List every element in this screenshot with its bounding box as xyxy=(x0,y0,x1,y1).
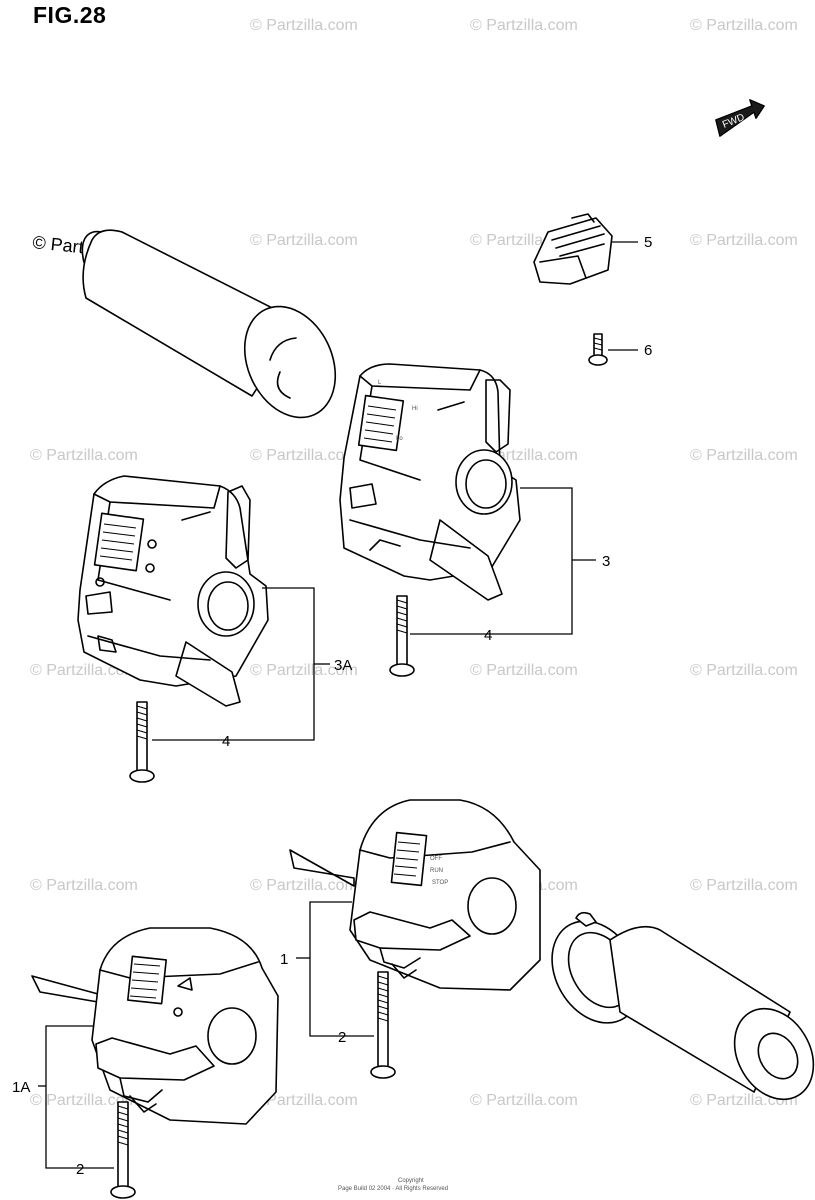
leader-lines-1 xyxy=(296,901,374,1037)
watermark: © Partzilla.com xyxy=(690,447,798,464)
callout-6: 6 xyxy=(644,342,652,359)
part-5-clip xyxy=(533,213,638,285)
svg-text:STOP: STOP xyxy=(432,880,448,886)
callout-3a: 3A xyxy=(334,657,352,674)
callout-1a: 1A xyxy=(12,1079,30,1096)
part-2-screw-b xyxy=(110,1101,136,1199)
left-handlebar-grip xyxy=(81,229,337,419)
footer-line-2: Page Build 02 2004 · All Rights Reserved xyxy=(338,1186,448,1192)
callout-labels: 5 6 3 4 3A 4 1 2 1A 2 xyxy=(12,234,652,1178)
footer: Copyright Page Build 02 2004 · All Right… xyxy=(338,1178,448,1192)
leader-lines-3 xyxy=(410,487,596,635)
fwd-arrow-icon: FWD xyxy=(715,99,765,137)
right-throttle-grip xyxy=(551,911,815,1101)
leader-lines-1a xyxy=(38,1025,114,1169)
callout-2: 2 xyxy=(338,1029,346,1046)
fwd-label: FWD xyxy=(721,112,746,131)
switch-assembly-3a xyxy=(77,475,269,707)
footer-line-1: Copyright xyxy=(398,1178,424,1184)
svg-text:RUN: RUN xyxy=(430,868,443,874)
watermark: © Partzilla.com xyxy=(470,17,578,34)
watermark: © Partzilla.com xyxy=(250,662,358,679)
watermark: © Partzilla.com xyxy=(30,1092,138,1109)
switch-assembly-1: OFF RUN STOP xyxy=(289,799,541,991)
callout-3: 3 xyxy=(602,553,610,570)
part-2-screw-a xyxy=(370,971,396,1079)
watermark: © Partzilla.com xyxy=(250,232,358,249)
callout-1: 1 xyxy=(280,951,288,968)
switch-assembly-3: L Lo Hi xyxy=(339,363,521,601)
watermark: © Partzilla.com xyxy=(470,662,578,679)
watermark: © Partzilla.com xyxy=(250,447,358,464)
svg-text:Lo: Lo xyxy=(396,436,403,442)
switch-assembly-1a xyxy=(31,927,279,1125)
watermark: © Partzilla.com xyxy=(690,662,798,679)
callout-4: 4 xyxy=(484,627,492,644)
svg-text:Hi: Hi xyxy=(412,406,418,412)
callout-4: 4 xyxy=(222,733,230,750)
figure-title: FIG.28 xyxy=(33,2,107,28)
watermark: © Partzilla.com xyxy=(250,1092,358,1109)
svg-text:OFF: OFF xyxy=(430,856,442,862)
watermark: © Partzilla.com xyxy=(250,877,358,894)
watermark: © Partzilla.com xyxy=(470,1092,578,1109)
leader-lines-3a xyxy=(152,587,330,741)
watermark: © Partzilla.com xyxy=(30,877,138,894)
watermark: © Partzilla.com xyxy=(690,877,798,894)
callout-5: 5 xyxy=(644,234,652,251)
watermark: © Partzilla.com xyxy=(690,17,798,34)
watermark: © Partzilla.com xyxy=(250,17,358,34)
part-6-screw xyxy=(588,333,638,366)
callout-2: 2 xyxy=(76,1161,84,1178)
part-4-screw-a xyxy=(389,595,415,677)
watermark: © Partzilla.com xyxy=(30,447,138,464)
watermark: © Partzilla.com xyxy=(690,232,798,249)
part-4-screw-b xyxy=(129,701,155,783)
svg-text:L: L xyxy=(378,380,382,386)
